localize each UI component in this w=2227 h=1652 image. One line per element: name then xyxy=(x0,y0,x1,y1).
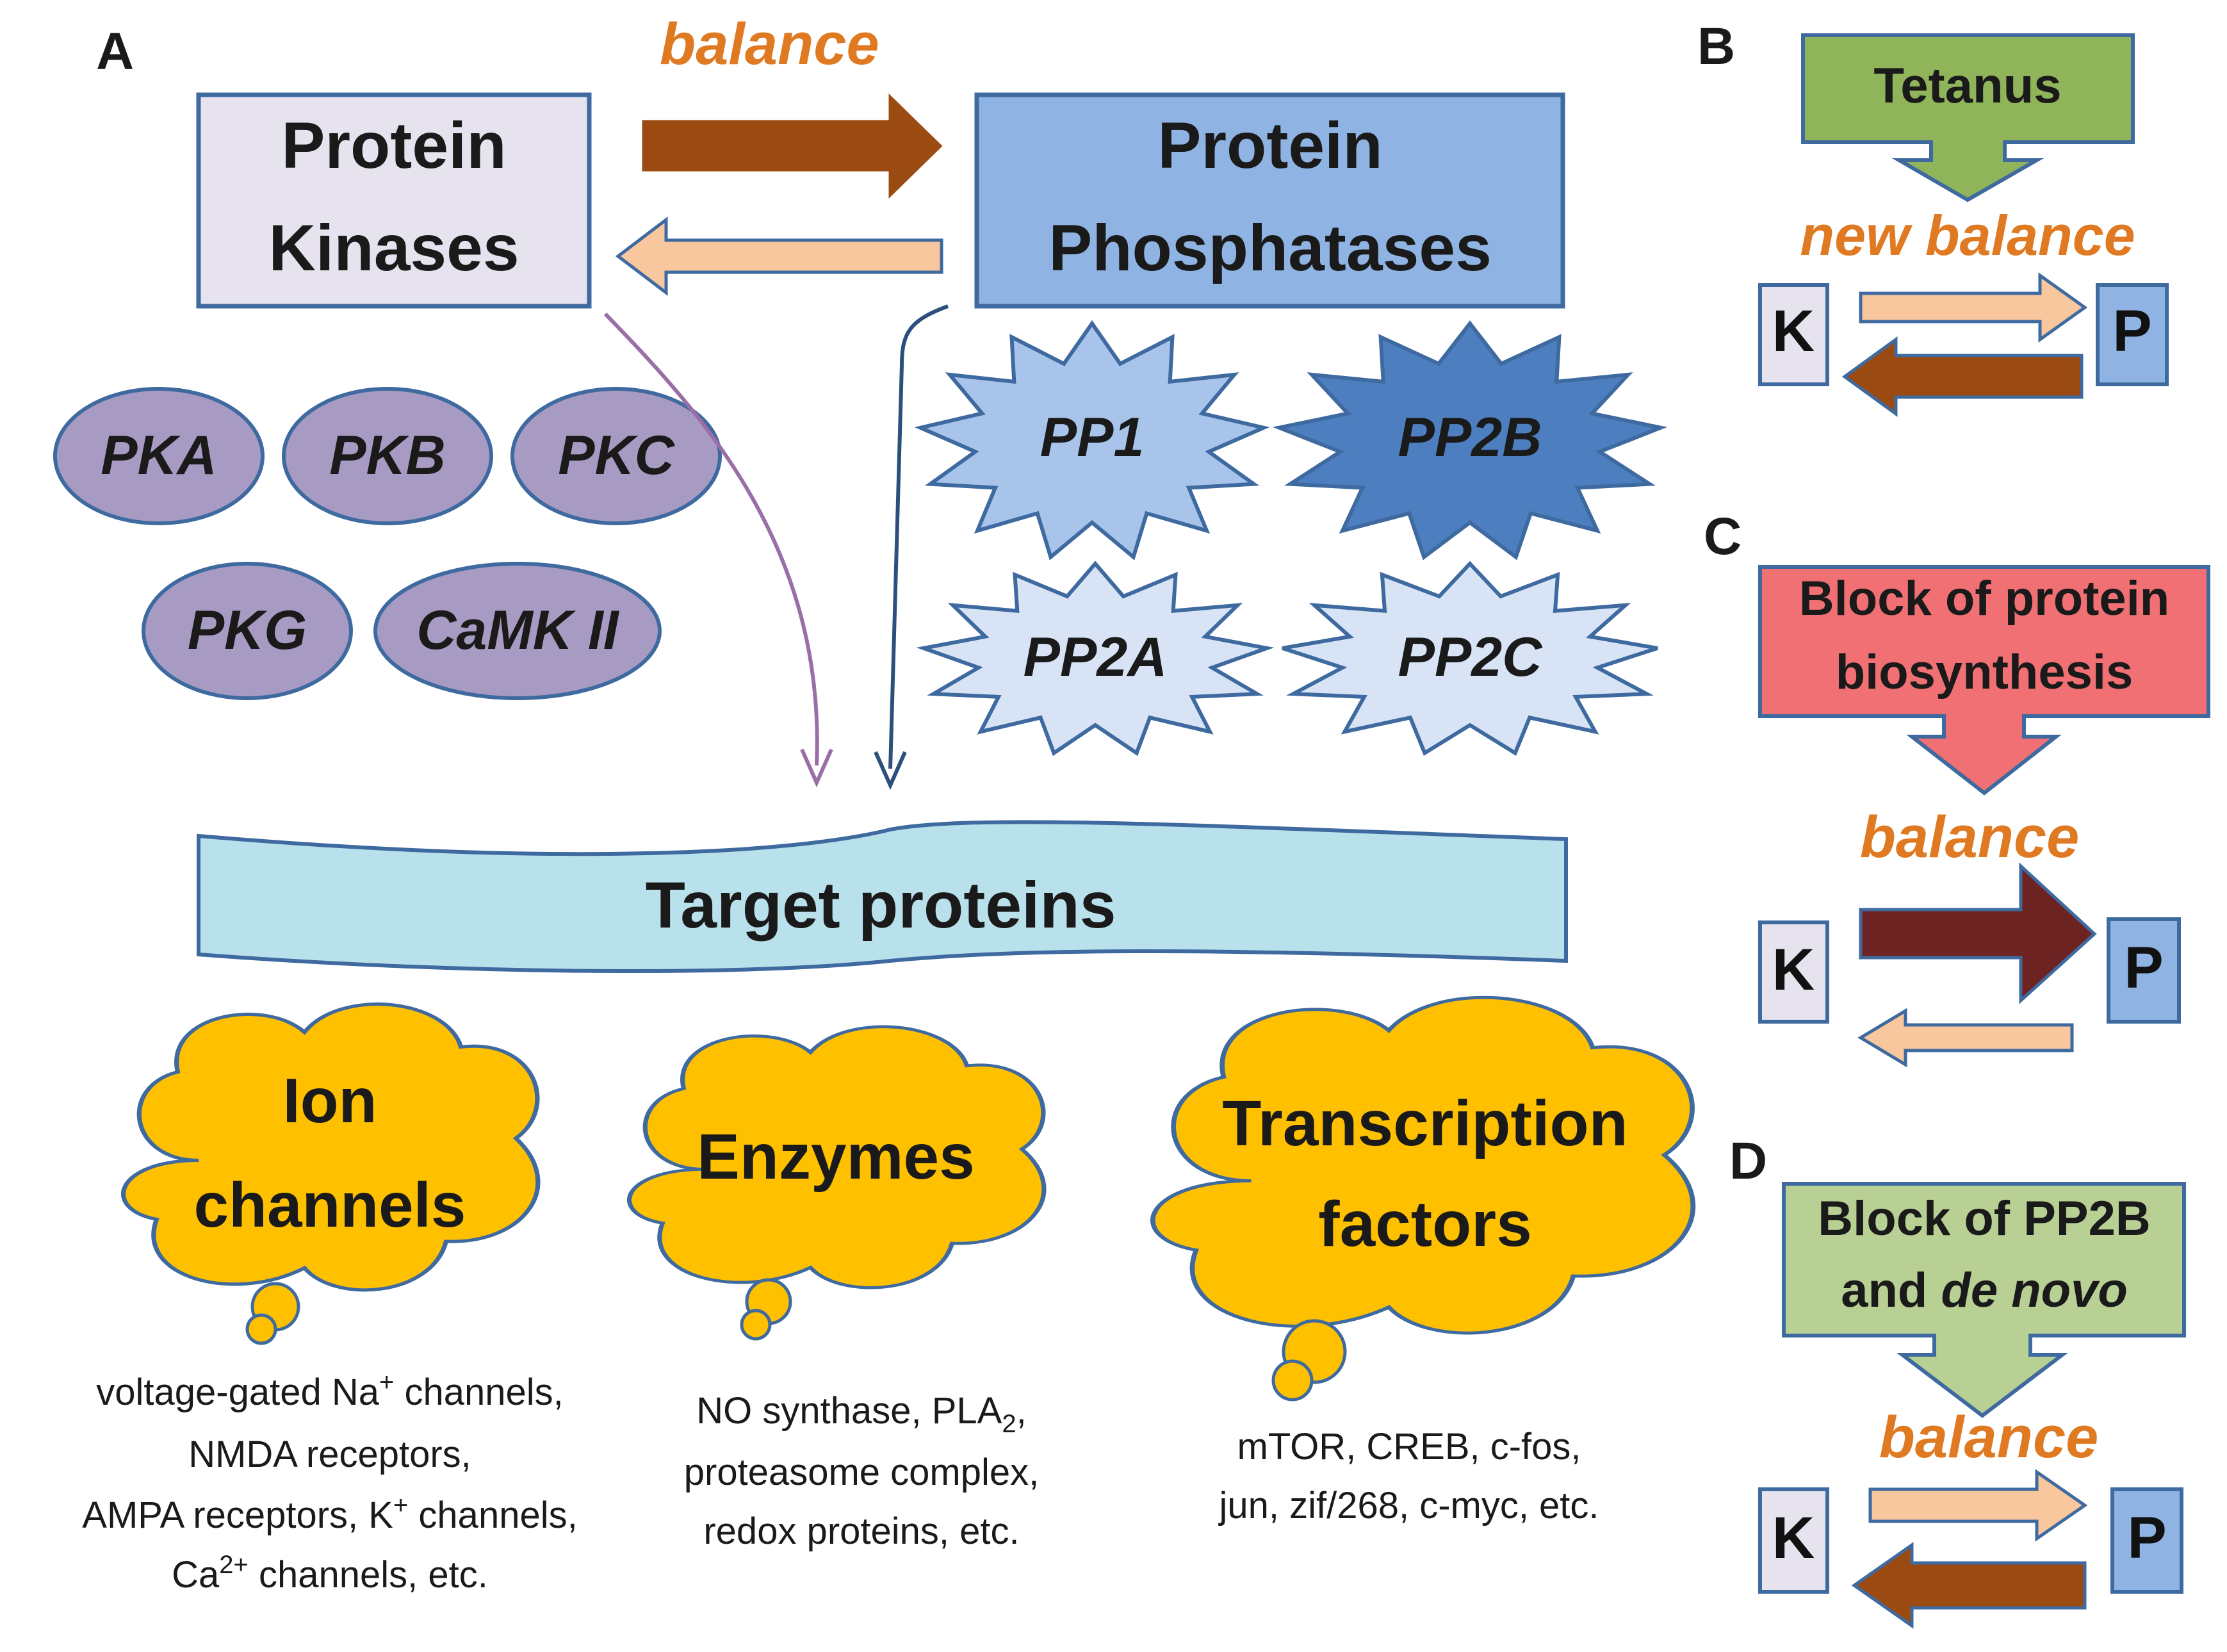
p-label: P xyxy=(2127,1505,2166,1571)
k-box xyxy=(1758,920,1829,1024)
panel-label-d: D xyxy=(1729,1132,1767,1190)
d-reverse-arrow xyxy=(1851,1542,2087,1629)
example-line: proteasome complex, xyxy=(684,1452,1039,1493)
k-box xyxy=(1758,283,1829,386)
p-box xyxy=(2110,1487,2183,1594)
tetanus-callout: Tetanus xyxy=(1801,33,2135,202)
panel-d-k-p: K P xyxy=(1758,1469,2183,1629)
cloud-label-line1: Transcription xyxy=(1222,1088,1627,1159)
example-line: Ca2+ channels, etc. xyxy=(172,1551,488,1596)
b-reverse-arrow xyxy=(1841,336,2084,417)
kinases-line2: Kinases xyxy=(268,211,519,284)
block-protein-line2: biosynthesis xyxy=(1836,645,2133,699)
kinase-label: PKC xyxy=(558,425,675,486)
kinase-label: PKA xyxy=(101,425,217,486)
phosphatase-label: PP2C xyxy=(1398,626,1544,688)
cloud-ion-channels: Ion channels xyxy=(124,1004,538,1343)
phosphatase-label: PP1 xyxy=(1040,407,1145,468)
phosphatase-label: PP2B xyxy=(1398,407,1542,468)
panel-b-k-p: K P xyxy=(1758,272,2169,417)
kinase-label: PKG xyxy=(188,600,307,661)
ellipse-pkg: PKG xyxy=(142,562,353,700)
cloud-label-line2: factors xyxy=(1318,1188,1531,1260)
cloud-label-line1: Ion xyxy=(283,1065,377,1136)
block-protein-line1: Block of protein xyxy=(1799,571,2169,626)
cloud-label-line1: Enzymes xyxy=(697,1121,975,1193)
balance-label-d: balance xyxy=(1879,1405,2099,1470)
panel-label-c: C xyxy=(1704,507,1742,566)
k-box xyxy=(1758,1487,1829,1594)
ellipse-camkii: CaMK II xyxy=(373,562,662,700)
panel-c-k-p: K P xyxy=(1758,862,2181,1068)
new-balance-label: new balance xyxy=(1800,204,2135,267)
example-line: jun, zif/268, c-myc, etc. xyxy=(1218,1485,1599,1526)
target-proteins-banner: Target proteins xyxy=(197,820,1568,974)
p-box xyxy=(2107,917,2181,1024)
example-line: voltage-gated Na+ channels, xyxy=(96,1368,564,1413)
block-pp2b-line2: and de novo xyxy=(1841,1263,2128,1318)
star-pp2c: PP2C xyxy=(1282,560,1658,756)
phosphatase-stars: PP1 PP2B PP2A PP2C xyxy=(914,320,1668,756)
kinase-target-arrow xyxy=(603,312,819,766)
kinase-label: PKB xyxy=(329,425,446,486)
ellipse-pkc: PKC xyxy=(510,387,722,525)
tetanus-label: Tetanus xyxy=(1873,57,2061,113)
block-pp2b-callout: Block of PP2B and de novo xyxy=(1782,1182,2186,1418)
protein-phosphatases-box: Protein Phosphatases xyxy=(974,92,1565,309)
phosphatase-target-arrow xyxy=(888,304,949,769)
panel-label-a: A xyxy=(96,22,134,81)
ion-channel-examples: voltage-gated Na+ channels, NMDA recepto… xyxy=(82,1368,577,1596)
star-pp2b: PP2B xyxy=(1272,320,1668,560)
ellipse-pka: PKA xyxy=(53,387,265,525)
p-label: P xyxy=(2112,299,2151,364)
block-pp2b-line1: Block of PP2B xyxy=(1818,1191,2150,1246)
transcription-factor-examples: mTOR, CREB, c-fos, jun, zif/268, c-myc, … xyxy=(1218,1426,1599,1526)
cloud-label-line2: channels xyxy=(194,1170,466,1240)
panel-label-b: B xyxy=(1697,17,1735,76)
star-pp1: PP1 xyxy=(914,320,1270,560)
c-reverse-arrow xyxy=(1857,1008,2074,1068)
example-line: NO synthase, PLA2, xyxy=(696,1390,1027,1438)
balance-label-a: balance xyxy=(660,12,879,77)
p-box xyxy=(2096,283,2169,386)
d-forward-arrow xyxy=(1868,1469,2088,1542)
cloud-transcription-factors: Transcription factors xyxy=(1153,997,1693,1400)
k-label: K xyxy=(1772,937,1815,1002)
block-protein-callout: Block of protein biosynthesis xyxy=(1758,565,2210,796)
example-line: AMPA receptors, K+ channels, xyxy=(82,1491,577,1536)
ellipse-pkb: PKB xyxy=(282,387,493,525)
example-line: mTOR, CREB, c-fos, xyxy=(1237,1426,1581,1468)
target-proteins-label: Target proteins xyxy=(646,869,1116,942)
kinases-line1: Protein xyxy=(281,109,506,182)
k-label: K xyxy=(1772,299,1815,364)
phosphatase-label: PP2A xyxy=(1024,626,1168,688)
p-label: P xyxy=(2124,935,2163,1001)
phosphatase-to-kinase-arrow xyxy=(615,216,943,297)
phosphatases-line1: Protein xyxy=(1157,109,1382,182)
kinase-label: CaMK II xyxy=(416,600,619,661)
b-forward-arrow xyxy=(1859,272,2088,343)
example-line: redox proteins, etc. xyxy=(703,1510,1019,1552)
c-forward-arrow xyxy=(1859,862,2097,1004)
phosphatases-line2: Phosphatases xyxy=(1048,211,1492,284)
balance-label-c: balance xyxy=(1860,805,2080,870)
star-pp2a: PP2A xyxy=(916,560,1275,756)
example-line: NMDA receptors, xyxy=(188,1434,471,1475)
k-label: K xyxy=(1772,1505,1815,1571)
protein-kinases-box: Protein Kinases xyxy=(196,92,592,309)
cloud-enzymes: Enzymes xyxy=(630,1027,1044,1339)
kinase-to-phosphatase-arrow xyxy=(639,86,947,206)
phosphatase-target-arrowhead xyxy=(874,751,907,790)
kinase-target-arrowhead xyxy=(800,748,833,788)
enzyme-examples: NO synthase, PLA2, proteasome complex, r… xyxy=(684,1390,1039,1552)
kinase-ellipses: PKA PKB PKC PKG CaMK II xyxy=(53,387,722,700)
